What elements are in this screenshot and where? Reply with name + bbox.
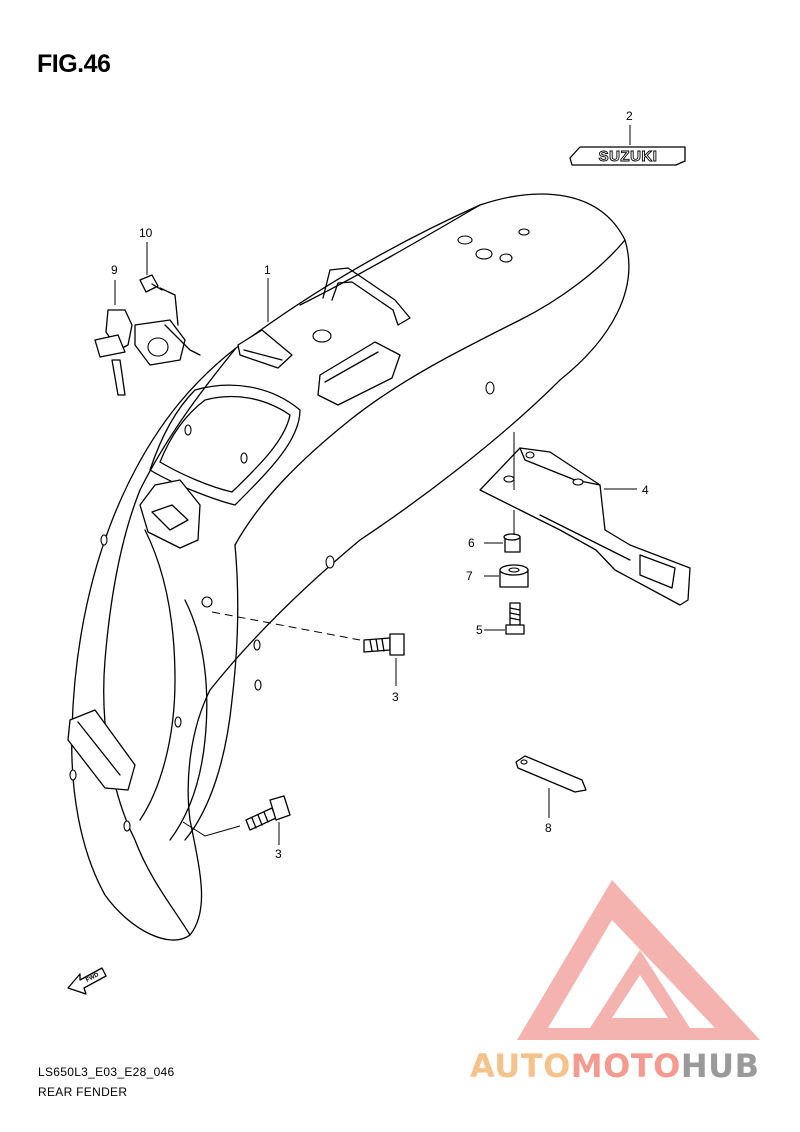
callout-3-lower: 3 <box>275 847 282 861</box>
part-6-collar <box>503 533 521 553</box>
part-10-bolt <box>139 274 179 326</box>
watermark-part-auto: AUTO <box>470 1047 571 1085</box>
part-3-bolt-lower <box>245 795 291 831</box>
callout-9: 9 <box>111 263 118 277</box>
callout-1: 1 <box>264 263 271 277</box>
callout-7: 7 <box>466 569 473 583</box>
fwd-arrow-icon: FWD <box>67 967 107 995</box>
part-4-bracket <box>479 447 691 606</box>
part-9-lock-assembly <box>94 309 201 396</box>
callout-5: 5 <box>476 623 483 637</box>
watermark-part-hub: HUB <box>680 1047 760 1085</box>
part-3-bolt-upper <box>363 633 405 656</box>
callout-2: 2 <box>626 109 633 123</box>
callout-10: 10 <box>139 226 153 240</box>
part-5-bolt <box>505 602 525 635</box>
rear-fender <box>67 193 630 941</box>
callout-6: 6 <box>468 536 475 550</box>
drawing-name: REAR FENDER <box>38 1085 128 1099</box>
watermark-text: AUTOMOTOHUB <box>470 1047 760 1085</box>
part-2-emblem: SUZUKI <box>569 146 686 166</box>
watermark-part-moto: MOTO <box>570 1047 681 1085</box>
part-1-clip <box>237 329 293 369</box>
drawing-code: LS650L3_E03_E28_046 <box>38 1065 175 1079</box>
part-7-cushion <box>499 564 529 588</box>
emblem-text: SUZUKI <box>599 148 658 165</box>
leader-lines <box>114 125 637 845</box>
callout-labels: 1 2 3 3 4 5 6 7 8 9 10 <box>111 109 649 861</box>
callout-8: 8 <box>545 821 552 835</box>
callout-3-upper: 3 <box>392 690 399 704</box>
part-8-clamp <box>515 755 587 793</box>
watermark-logo <box>517 880 760 1040</box>
callout-4: 4 <box>642 483 649 497</box>
figure-title: FIG.46 <box>37 50 111 78</box>
